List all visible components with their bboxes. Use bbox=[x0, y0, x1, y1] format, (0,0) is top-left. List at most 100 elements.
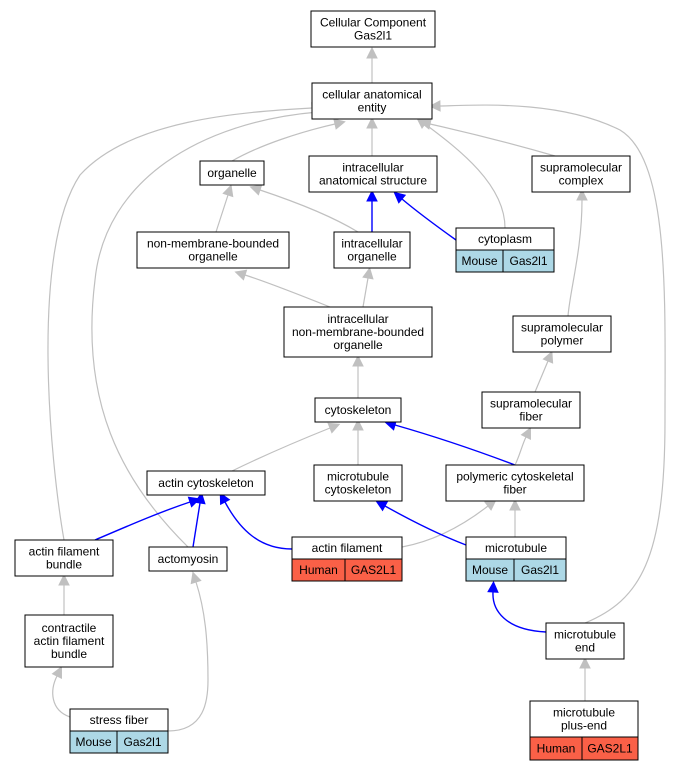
node-label: stress fiber bbox=[90, 713, 149, 727]
edge-cafb-to-afb bbox=[58, 573, 70, 615]
gene-cell bbox=[116, 730, 169, 754]
node-box bbox=[529, 700, 639, 738]
node-cytoskeleton[interactable]: cytoskeleton bbox=[314, 397, 402, 423]
node-label: intracellular bbox=[327, 312, 388, 326]
node-box bbox=[310, 10, 436, 48]
edge-cytoplasm-to-ias bbox=[393, 191, 457, 241]
node-label: intracellular bbox=[342, 161, 403, 175]
edge-afb-to-actin-cytoskeleton bbox=[94, 496, 201, 541]
edge-supramolecular-fiber-to-supramolecular-polymer bbox=[534, 350, 554, 393]
node-box bbox=[199, 160, 265, 186]
node-label: Cellular Component bbox=[320, 16, 427, 30]
node-box bbox=[481, 391, 581, 429]
species-cell-label: Mouse bbox=[472, 563, 508, 577]
node-label: fiber bbox=[519, 410, 542, 424]
node-label: cytoskeleton bbox=[325, 403, 392, 417]
node-label: actin cytoskeleton bbox=[158, 476, 253, 490]
node-label: microtubule bbox=[485, 541, 547, 555]
gene-cell bbox=[581, 736, 639, 761]
edge-actomyosin-to-actin-cytoskeleton bbox=[192, 492, 206, 548]
node-label: supramolecular bbox=[540, 161, 622, 175]
node-label: supramolecular bbox=[521, 321, 603, 335]
node-actomyosin[interactable]: actomyosin bbox=[148, 546, 228, 572]
node-label: entity bbox=[358, 101, 387, 115]
node-label: organelle bbox=[347, 250, 397, 264]
gene-cell-label: GAS2L1 bbox=[351, 563, 397, 577]
node-box bbox=[136, 231, 290, 269]
node-label: cellular anatomical bbox=[322, 88, 421, 102]
node-box bbox=[146, 470, 266, 496]
edge-nmbo-to-organelle bbox=[215, 184, 234, 233]
node-label: non-membrane-bounded bbox=[147, 237, 279, 251]
node-label: cytoplasm bbox=[478, 232, 532, 246]
node-organelle[interactable]: organelle bbox=[199, 160, 265, 186]
node-label: non-membrane-bounded bbox=[292, 325, 424, 339]
edge-supramolecular-polymer-to-supramolecular-complex bbox=[567, 188, 588, 317]
node-label: actin filament bbox=[29, 545, 100, 559]
node-box bbox=[333, 231, 411, 269]
species-cell-label: Human bbox=[537, 742, 576, 756]
edge-inmbo-to-intracellular-organelle bbox=[362, 267, 374, 308]
node-label: actomyosin bbox=[158, 552, 219, 566]
edge-microtubule-cytoskeleton-to-cytoskeleton bbox=[352, 418, 364, 465]
edge-intracellular-organelle-to-ias bbox=[366, 189, 378, 232]
node-label: microtubule bbox=[554, 628, 616, 642]
node-label: organelle bbox=[188, 250, 238, 264]
node-label: plus-end bbox=[561, 719, 607, 733]
node-label: organelle bbox=[333, 338, 383, 352]
gene-cell bbox=[513, 558, 567, 582]
node-label: supramolecular bbox=[490, 397, 572, 411]
gene-cell-label: Gas2l1 bbox=[123, 735, 161, 749]
edge-ias-to-cae bbox=[366, 116, 378, 156]
node-label: bundle bbox=[51, 647, 87, 661]
edges-layer bbox=[47, 46, 666, 732]
node-box bbox=[545, 622, 625, 660]
edge-cytoskeleton-to-inmbo bbox=[352, 354, 364, 398]
node-inmbo[interactable]: intracellularnon-membrane-boundedorganel… bbox=[283, 306, 433, 358]
species-cell-label: Mouse bbox=[461, 254, 497, 268]
node-label: contractile bbox=[42, 621, 97, 635]
edge-stress-fiber-to-actomyosin bbox=[167, 571, 209, 732]
node-box bbox=[14, 539, 114, 577]
edge-microtubule-end-to-cae bbox=[428, 100, 666, 624]
node-label: microtubule bbox=[553, 706, 615, 720]
edge-supramolecular-complex-to-cae bbox=[419, 118, 556, 157]
node-label: end bbox=[575, 641, 595, 655]
node-label: polymeric cytoskeletal bbox=[456, 470, 573, 484]
edge-mpe-to-microtubule-end bbox=[579, 656, 591, 701]
node-box bbox=[283, 306, 433, 358]
edge-microtubule-to-pcf bbox=[509, 498, 521, 537]
node-box bbox=[24, 614, 114, 668]
node-label: intracellular bbox=[341, 237, 402, 251]
edge-actin-cytoskeleton-to-cytoskeleton bbox=[231, 422, 341, 472]
gene-cell-label: GAS2L1 bbox=[587, 742, 633, 756]
node-label: actin filament bbox=[34, 634, 105, 648]
gene-cell bbox=[344, 558, 403, 582]
node-box bbox=[531, 155, 631, 193]
node-actin-cytoskeleton[interactable]: actin cytoskeleton bbox=[146, 470, 266, 496]
edge-actin-filament-to-actin-cytoskeleton bbox=[219, 492, 293, 550]
node-box bbox=[313, 464, 403, 502]
node-label: actin filament bbox=[312, 541, 383, 555]
node-label: microtubule bbox=[327, 470, 389, 484]
